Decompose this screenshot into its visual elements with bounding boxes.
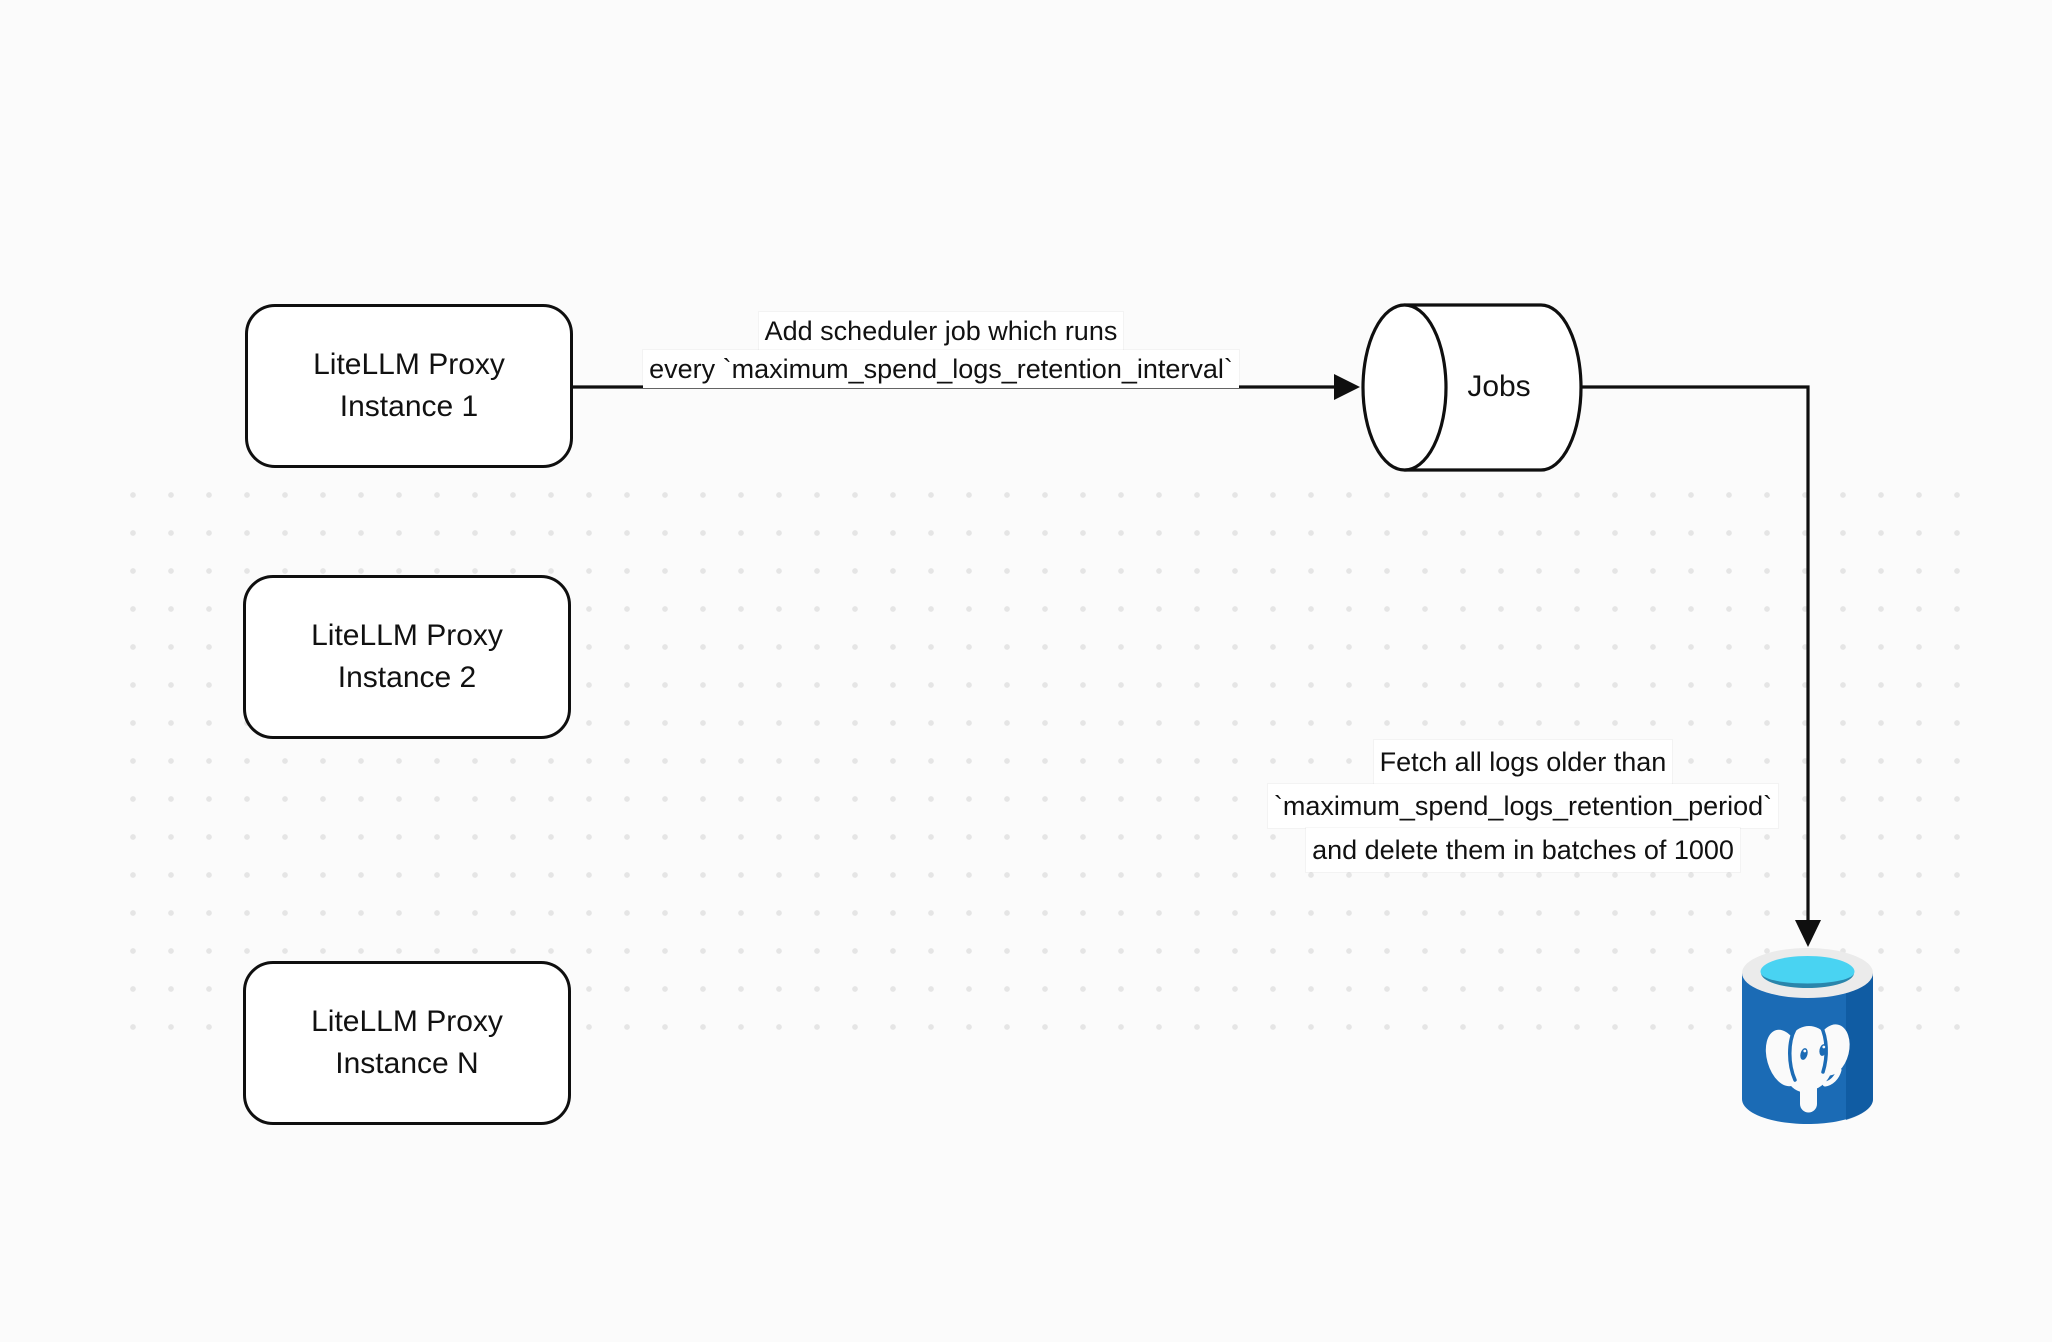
node-label-line: Instance 2 (337, 661, 477, 694)
jobs-cylinder-face (1361, 303, 1448, 472)
edge-label-line: Add scheduler job which runs (758, 312, 1124, 350)
node-label-line: LiteLLM Proxy (313, 348, 505, 381)
edge-label-scheduler: Add scheduler job which runs every `maxi… (591, 312, 1291, 388)
node-label-line: LiteLLM Proxy (311, 619, 503, 652)
node-litellm-proxy-instance-2: LiteLLM Proxy Instance 2 (243, 575, 571, 739)
node-label-line: Instance 1 (339, 390, 479, 423)
edge-label-line: and delete them in batches of 1000 (1306, 828, 1740, 872)
edge-scheduler-arrowhead-icon (1334, 374, 1360, 400)
edge-label-line: Fetch all logs older than (1373, 740, 1673, 784)
node-litellm-proxy-instance-n: LiteLLM Proxy Instance N (243, 961, 571, 1125)
node-litellm-proxy-instance-1: LiteLLM Proxy Instance 1 (245, 304, 573, 468)
edge-label-line: `maximum_spend_logs_retention_period` (1267, 784, 1779, 828)
node-label-line: LiteLLM Proxy (311, 1005, 503, 1038)
node-label-line: Instance N (335, 1047, 479, 1080)
jobs-node-label: Jobs (1467, 370, 1531, 403)
edge-label-line: every `maximum_spend_logs_retention_inte… (643, 350, 1239, 388)
edge-label-fetch: Fetch all logs older than `maximum_spend… (1173, 740, 1873, 872)
